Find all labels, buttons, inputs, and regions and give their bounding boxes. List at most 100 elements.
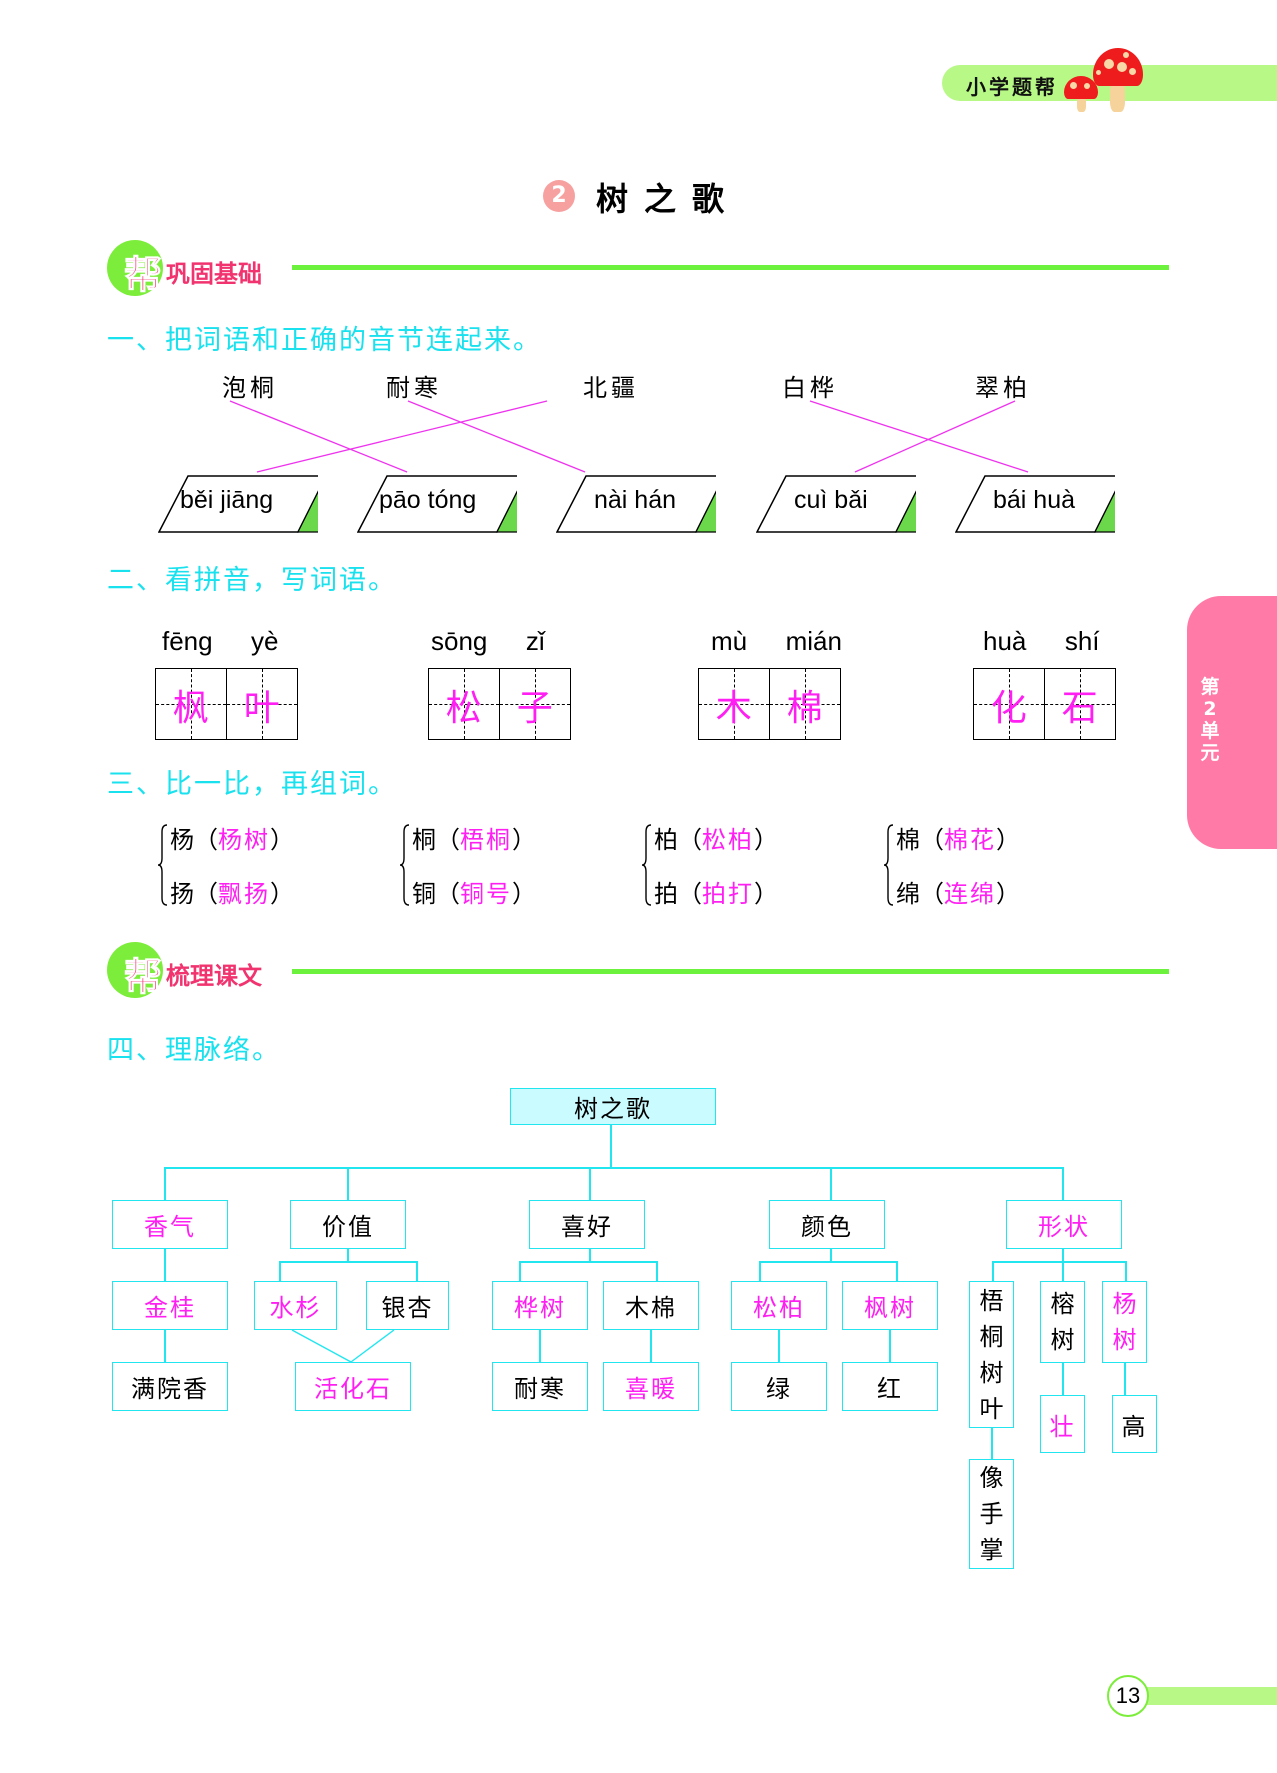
tree-connector xyxy=(1062,1249,1064,1262)
question-4-heading: 四、理脉络。 xyxy=(107,1035,281,1066)
tree-connector xyxy=(991,1428,993,1459)
tree-child: 榕树 xyxy=(1040,1281,1085,1363)
base-char: 铜 xyxy=(412,880,436,908)
tree-connector xyxy=(539,1330,541,1362)
tree-connector xyxy=(347,1167,349,1201)
pinyin-label: mù mián xyxy=(711,626,842,656)
tree-detail: 绿 xyxy=(731,1362,827,1411)
brand-label: 小学题帮 xyxy=(966,75,1058,99)
tree-connector xyxy=(589,1249,591,1262)
answer-char: 石 xyxy=(1061,688,1098,729)
matching-lines xyxy=(229,400,1029,473)
tree-connector xyxy=(1062,1261,1064,1281)
tree-child: 银杏 xyxy=(366,1281,449,1330)
tree-connector xyxy=(164,1167,1062,1169)
tree-detail: 满院香 xyxy=(112,1362,228,1411)
pinyin-tag[interactable]: cuì bǎi xyxy=(756,475,952,533)
pinyin-tag[interactable]: bái huà xyxy=(955,475,1151,533)
answer-word: 铜号 xyxy=(460,880,512,908)
tree-connector xyxy=(164,1249,166,1281)
word-item: 北疆 xyxy=(583,374,639,402)
section-divider xyxy=(292,265,1169,270)
pinyin-label: huà shí xyxy=(983,626,1100,656)
word-item: 翠柏 xyxy=(975,374,1031,402)
answer-word: 梧桐 xyxy=(460,826,512,854)
tree-detail: 像手掌 xyxy=(969,1459,1014,1569)
answer-word: 松柏 xyxy=(702,826,754,854)
tree-connector xyxy=(896,1261,898,1281)
section-title: 巩固基础 xyxy=(166,260,262,288)
pinyin-label: fēng yè xyxy=(162,626,279,656)
pinyin-tag[interactable]: běi jiāng xyxy=(158,475,354,533)
tree-connector xyxy=(992,1261,994,1281)
word-item: 耐寒 xyxy=(386,374,442,402)
base-char: 桐 xyxy=(412,826,436,854)
pinyin-text: cuì bǎi xyxy=(794,486,868,514)
answer-char: 化 xyxy=(990,688,1027,729)
unit-side-tab xyxy=(1187,596,1277,849)
question-1-heading: 一、把词语和正确的音节连起来。 xyxy=(107,325,542,356)
section-badge-icon xyxy=(107,240,163,296)
page-number: 13 xyxy=(1107,1675,1149,1717)
tree-detail: 活化石 xyxy=(295,1362,411,1411)
tree-category: 颜色 xyxy=(769,1200,885,1249)
writing-grid[interactable]: 化 石 xyxy=(973,668,1116,740)
answer-char: 木 xyxy=(715,688,752,729)
answer-char: 枫 xyxy=(172,688,209,729)
tree-detail: 壮 xyxy=(1040,1395,1085,1453)
tree-connector xyxy=(992,1261,1126,1263)
base-char: 拍 xyxy=(654,880,678,908)
answer-char: 棉 xyxy=(786,688,823,729)
pinyin-tag[interactable]: nài hán xyxy=(556,475,752,533)
tree-connector xyxy=(1125,1261,1127,1281)
answer-word: 飘扬 xyxy=(218,880,270,908)
answer-word: 拍打 xyxy=(702,880,754,908)
question-2-heading: 二、看拼音，写词语。 xyxy=(107,565,397,596)
tree-connector xyxy=(1062,1167,1064,1201)
base-char: 杨 xyxy=(170,826,194,854)
tree-root: 树之歌 xyxy=(510,1088,716,1125)
tree-connector xyxy=(164,1167,166,1201)
tree-category: 喜好 xyxy=(529,1200,645,1249)
lesson-number-badge: 2 xyxy=(543,180,575,212)
writing-grid[interactable]: 枫 叶 xyxy=(155,668,298,740)
base-char: 柏 xyxy=(654,826,678,854)
tree-child: 水杉 xyxy=(254,1281,337,1330)
tree-connector xyxy=(519,1261,521,1281)
tree-connector xyxy=(1124,1363,1126,1395)
mushroom-icon xyxy=(1093,48,1147,112)
tree-connector xyxy=(778,1330,780,1362)
pinyin-tag[interactable]: pāo tóng xyxy=(357,475,553,533)
tree-connector xyxy=(347,1249,349,1262)
answer-word: 连绵 xyxy=(944,880,996,908)
section-bang: 帮 xyxy=(123,253,163,298)
answer-char: 叶 xyxy=(243,688,280,729)
tree-connector xyxy=(589,1167,591,1201)
pinyin-text: pāo tóng xyxy=(379,486,477,514)
brace-icon xyxy=(400,824,410,906)
tree-connector xyxy=(650,1330,652,1362)
tree-child: 枫树 xyxy=(842,1281,938,1330)
tree-connector xyxy=(519,1261,657,1263)
writing-grid[interactable]: 木 棉 xyxy=(698,668,841,740)
tree-connector xyxy=(1062,1363,1064,1395)
tree-connector xyxy=(164,1330,166,1362)
footer-bar xyxy=(1146,1687,1277,1705)
pinyin-text: nài hán xyxy=(594,486,677,514)
tree-category: 香气 xyxy=(112,1200,228,1249)
base-char: 绵 xyxy=(896,880,920,908)
question-3-heading: 三、比一比，再组词。 xyxy=(107,769,397,800)
tree-connector xyxy=(830,1249,832,1262)
tree-category: 价值 xyxy=(290,1200,406,1249)
tree-child: 金桂 xyxy=(112,1281,228,1330)
tree-detail: 耐寒 xyxy=(492,1362,588,1411)
pinyin-text: bái huà xyxy=(993,486,1076,514)
answer-char: 子 xyxy=(516,688,553,729)
mushroom-icon xyxy=(1064,76,1100,112)
section-badge-icon xyxy=(107,942,163,998)
base-char: 扬 xyxy=(170,880,194,908)
tree-category: 形状 xyxy=(1006,1200,1122,1249)
writing-grid[interactable]: 松 子 xyxy=(428,668,571,740)
tree-connector xyxy=(889,1330,891,1362)
tree-child: 木棉 xyxy=(603,1281,699,1330)
